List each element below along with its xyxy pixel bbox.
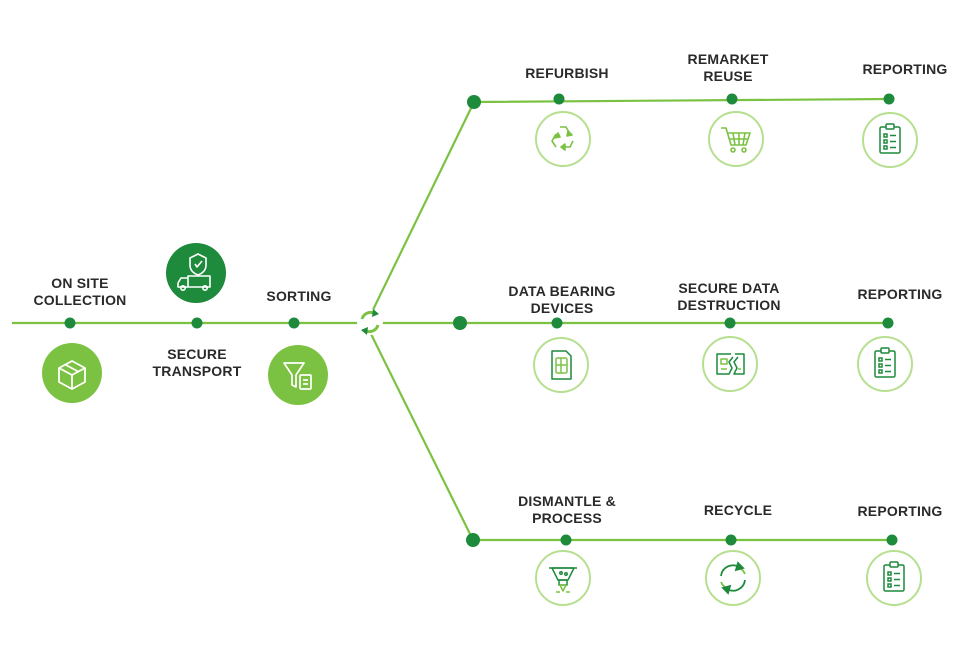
- node-refurbish: [553, 93, 565, 105]
- sim-card-icon: [533, 337, 589, 393]
- label-line: DISMANTLE &: [518, 493, 616, 509]
- shopping-cart-icon: [708, 111, 764, 167]
- flow-lines: [12, 97, 892, 542]
- node-reporting-3: [886, 534, 898, 546]
- label-line: REPORTING: [862, 61, 948, 77]
- recycle-triangle-icon: [535, 111, 591, 167]
- label-remarket-reuse: REMARKET REUSE: [668, 51, 788, 85]
- label-line: SECURE: [167, 346, 227, 362]
- node-reporting-2: [882, 317, 894, 329]
- crusher-icon: [535, 550, 591, 606]
- label-line: REPORTING: [857, 286, 943, 302]
- label-line: REMARKET: [687, 51, 769, 67]
- label-secure-data-destruction: SECURE DATA DESTRUCTION: [664, 280, 794, 314]
- label-line: RECYCLE: [703, 502, 773, 518]
- node-remarket-reuse: [726, 93, 738, 105]
- upper-branch-line: [369, 97, 890, 317]
- label-secure-transport: SECURE TRANSPORT: [137, 346, 257, 380]
- label-refurbish: REFURBISH: [507, 65, 627, 82]
- label-line: SORTING: [266, 288, 332, 304]
- node-sorting: [288, 317, 300, 329]
- label-line: COLLECTION: [33, 292, 127, 308]
- truck-shield-icon: [166, 243, 226, 303]
- trunk-nodes: [64, 95, 481, 547]
- label-line: DATA BEARING: [508, 283, 616, 299]
- node-dismantle-process: [560, 534, 572, 546]
- node-lower-branch-start: [466, 533, 480, 547]
- label-line: REFURBISH: [525, 65, 609, 81]
- label-data-bearing-devices: DATA BEARING DEVICES: [497, 283, 627, 317]
- filter-icon: [268, 345, 328, 405]
- label-reporting-2: REPORTING: [840, 286, 960, 303]
- label-line: PROCESS: [532, 510, 602, 526]
- label-on-site-collection: ON SITE COLLECTION: [20, 275, 140, 309]
- shredded-card-icon: [702, 336, 758, 392]
- label-line: REPORTING: [857, 503, 943, 519]
- lower-branch-line: [369, 331, 892, 542]
- recycle-arrows-icon: [705, 550, 761, 606]
- recycle-hub-icon: [357, 309, 383, 335]
- node-recycle: [725, 534, 737, 546]
- label-line: SECURE DATA: [678, 280, 780, 296]
- clipboard-checklist-icon: [866, 550, 922, 606]
- label-reporting-3: REPORTING: [840, 503, 960, 520]
- label-dismantle-process: DISMANTLE & PROCESS: [507, 493, 627, 527]
- clipboard-checklist-icon: [857, 336, 913, 392]
- node-reporting-1: [883, 93, 895, 105]
- node-data-bearing-devices: [551, 317, 563, 329]
- label-line: ON SITE: [51, 275, 109, 291]
- node-secure-data-destruction: [724, 317, 736, 329]
- node-upper-branch-start: [467, 95, 481, 109]
- node-on-site-collection: [64, 317, 76, 329]
- box-icon: [42, 343, 102, 403]
- clipboard-checklist-icon: [862, 112, 918, 168]
- label-line: DEVICES: [530, 300, 594, 316]
- label-line: REUSE: [703, 68, 753, 84]
- label-sorting: SORTING: [239, 288, 359, 305]
- label-recycle: RECYCLE: [678, 502, 798, 519]
- node-secure-transport: [191, 317, 203, 329]
- label-line: DESTRUCTION: [677, 297, 781, 313]
- label-reporting-1: REPORTING: [845, 61, 960, 78]
- node-middle-branch-start: [453, 316, 467, 330]
- branch-nodes: [551, 93, 898, 546]
- label-line: TRANSPORT: [152, 363, 242, 379]
